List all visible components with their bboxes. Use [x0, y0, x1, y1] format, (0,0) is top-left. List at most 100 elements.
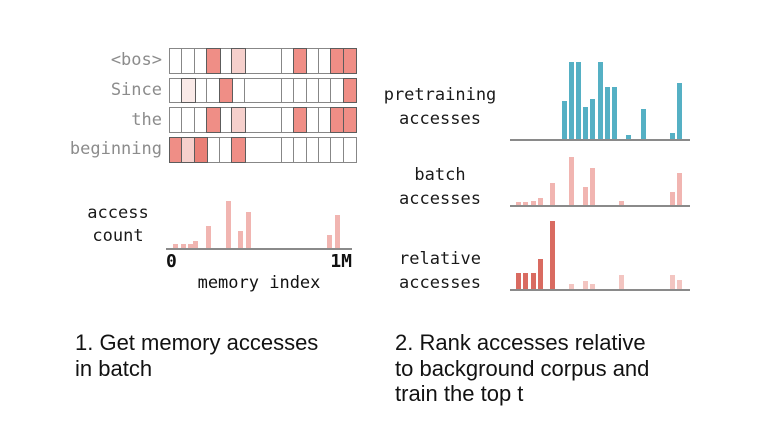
- chart-bar: [583, 280, 589, 289]
- chart-bar: [193, 241, 199, 248]
- step1-caption-line2: in batch: [75, 355, 153, 381]
- token-label: <bos>: [110, 50, 162, 71]
- batch-accesses-label: batch accesses: [375, 164, 505, 211]
- chart-bar: [641, 109, 647, 139]
- memory-cells: [169, 137, 358, 163]
- batch-accesses-label-line1: batch: [414, 165, 466, 185]
- chart-bar: [583, 106, 589, 139]
- memory-cell: [293, 48, 308, 74]
- chart-bar: [590, 167, 596, 205]
- chart-bar: [590, 284, 596, 289]
- chart-bar: [561, 100, 567, 139]
- access-count-axis-label: access count: [70, 202, 166, 248]
- pretraining-accesses-label-line2: accesses: [399, 108, 481, 129]
- chart-bar: [180, 243, 186, 248]
- chart-bar: [550, 221, 556, 289]
- pretraining-accesses-label-line1: pretraining: [383, 85, 497, 105]
- chart-baseline: [510, 205, 690, 207]
- chart-bar: [604, 86, 610, 139]
- memory-cell: [243, 48, 283, 74]
- chart-bar: [530, 272, 536, 289]
- chart-bar: [612, 86, 618, 139]
- chart-bar: [538, 259, 544, 289]
- token-row: Since: [40, 77, 358, 104]
- pretraining-accesses-chart: [510, 62, 690, 141]
- chart-bar: [669, 275, 675, 289]
- chart-bar: [619, 201, 625, 205]
- chart-bar: [569, 62, 574, 139]
- memory-cell: [206, 48, 221, 74]
- step1-caption: 1. Get memory accesses in batch: [75, 330, 380, 381]
- chart-bar: [597, 62, 603, 139]
- chart-bar: [576, 62, 582, 139]
- batch-accesses-chart: [510, 157, 690, 207]
- chart-bar: [550, 183, 556, 205]
- chart-bar: [515, 272, 521, 289]
- memory-cell: [218, 77, 234, 104]
- relative-accesses-chart: [510, 221, 690, 291]
- chart-bar: [619, 275, 625, 289]
- memory-cell: [243, 137, 283, 163]
- token-label: the: [131, 109, 162, 130]
- chart-bar: [334, 215, 340, 248]
- relative-accesses-label-line2: accesses: [399, 272, 481, 293]
- chart-bar: [246, 211, 251, 248]
- memory-cell: [231, 107, 246, 133]
- memory-cell: [243, 77, 283, 104]
- memory-cells: [169, 77, 358, 104]
- chart-bar: [625, 135, 631, 139]
- chart-bar: [669, 132, 675, 139]
- token-row: the: [40, 107, 358, 133]
- memory-cell: [193, 137, 209, 163]
- chart-bar: [569, 284, 574, 289]
- step2-caption-line3: train the top t: [395, 381, 524, 406]
- memory-cell: [342, 48, 358, 74]
- chart-bar: [326, 235, 332, 248]
- access-count-axis-label-line2: count: [92, 226, 144, 246]
- chart-bar: [677, 173, 682, 205]
- chart-bar: [172, 243, 178, 248]
- memory-cell: [206, 107, 221, 133]
- pretraining-accesses-label: pretraining accesses: [375, 84, 505, 131]
- relative-accesses-label: relative accesses: [375, 248, 505, 295]
- relative-accesses-label-line1: relative: [399, 249, 481, 269]
- chart-bar: [530, 201, 536, 205]
- chart-bar: [583, 186, 589, 205]
- access-count-axis-label-line1: access: [87, 203, 149, 223]
- chart-bar: [206, 226, 211, 248]
- chart-bar: [669, 192, 675, 205]
- memory-cell: [231, 48, 246, 74]
- chart-bar: [677, 279, 682, 289]
- x-tick-zero: 0: [166, 251, 177, 272]
- x-tick-one-million: 1M: [330, 251, 352, 272]
- chart-bar: [523, 201, 529, 205]
- memory-cell: [342, 77, 358, 104]
- token-label: Since: [110, 79, 162, 100]
- step1-caption-line1: 1. Get memory accesses: [75, 330, 319, 355]
- step2-caption: 2. Rank accesses relative to background …: [395, 330, 715, 407]
- chart-baseline: [510, 289, 690, 291]
- chart-baseline: [510, 139, 690, 141]
- token-memory-grid: <bos> Since the beginning: [40, 48, 358, 163]
- token-row: <bos>: [40, 48, 358, 74]
- token-row: beginning: [40, 137, 358, 163]
- memory-cell: [181, 77, 196, 104]
- batch-accesses-label-line2: accesses: [399, 188, 481, 209]
- access-count-chart: [166, 201, 352, 250]
- memory-cells: [169, 48, 358, 74]
- memory-cell: [342, 137, 358, 163]
- chart-bar: [226, 201, 232, 248]
- chart-baseline: [166, 248, 352, 250]
- chart-bar: [238, 231, 244, 248]
- step2-caption-line1: 2. Rank accesses relative: [395, 330, 646, 355]
- chart-bar: [590, 99, 596, 139]
- chart-bar: [523, 272, 529, 289]
- memory-cell: [243, 107, 283, 133]
- memory-cell: [231, 137, 246, 163]
- chart-bar: [569, 157, 574, 205]
- token-label: beginning: [69, 139, 162, 160]
- memory-cells: [169, 107, 358, 133]
- chart-bar: [515, 201, 521, 205]
- chart-bar: [677, 82, 682, 139]
